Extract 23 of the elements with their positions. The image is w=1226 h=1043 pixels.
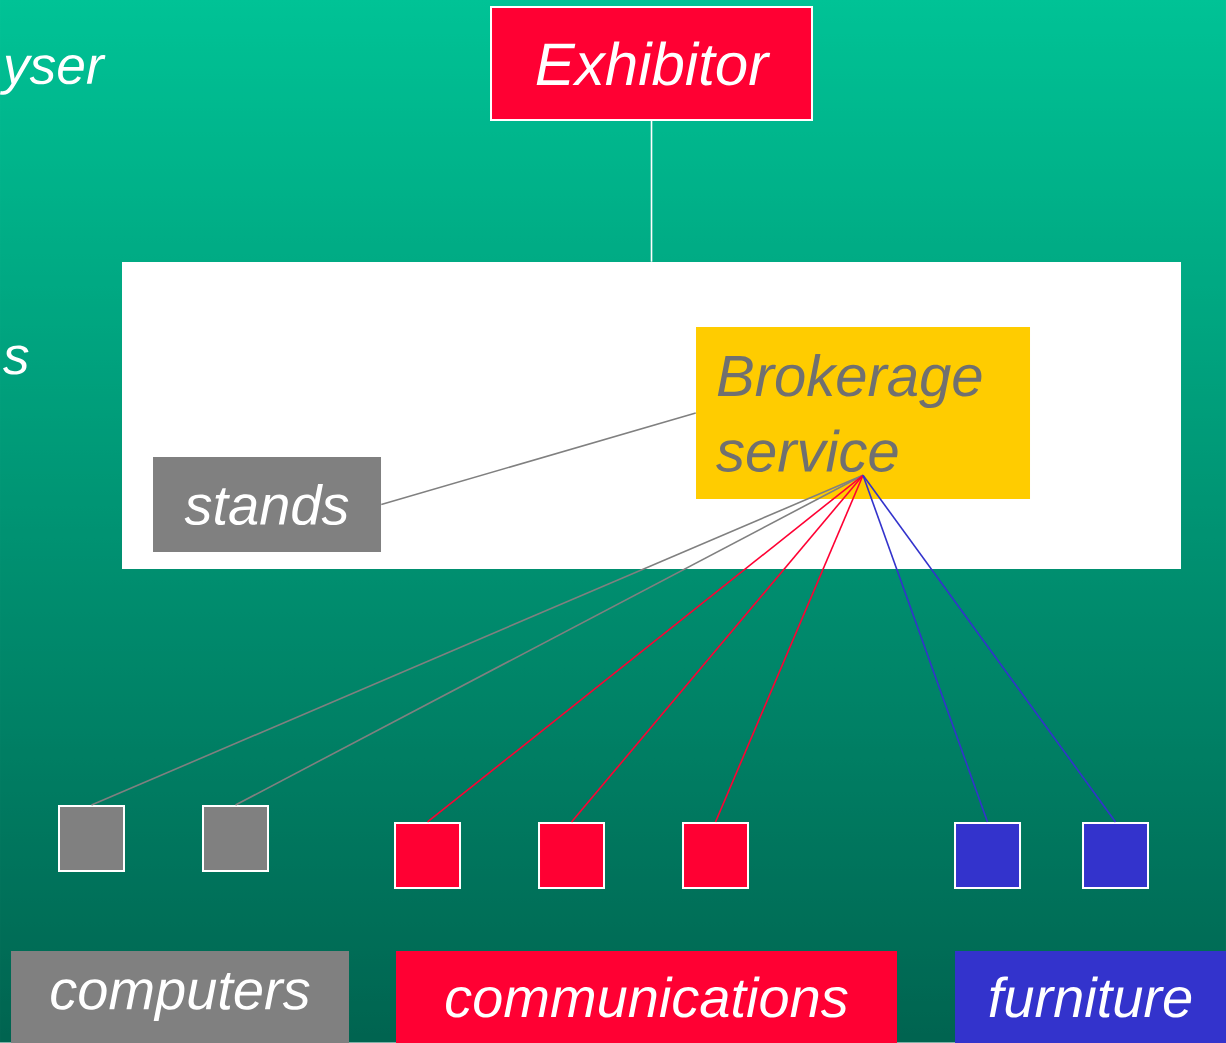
title-box: Exhibitor (490, 6, 813, 121)
square (682, 822, 749, 889)
square (1082, 822, 1149, 889)
square (394, 822, 461, 889)
category-box: communications (396, 951, 897, 1043)
category-box: computers (11, 951, 349, 1043)
connector-line (650, 120, 653, 263)
service-box: Brokerage service (696, 327, 1030, 499)
connector-line (570, 474, 864, 823)
square (58, 805, 125, 872)
square (538, 822, 605, 889)
connector-line (862, 474, 1117, 823)
side-label: yser (0, 55, 106, 95)
connector-line (862, 474, 989, 823)
square (954, 822, 1021, 889)
connector-line (380, 412, 697, 506)
connector-line (426, 474, 864, 823)
stands-box: stands (153, 457, 381, 552)
square (202, 805, 269, 872)
category-box: furniture (955, 951, 1226, 1043)
connector-line (90, 474, 864, 806)
side-label: s (3, 345, 29, 375)
connector-line (714, 474, 864, 823)
